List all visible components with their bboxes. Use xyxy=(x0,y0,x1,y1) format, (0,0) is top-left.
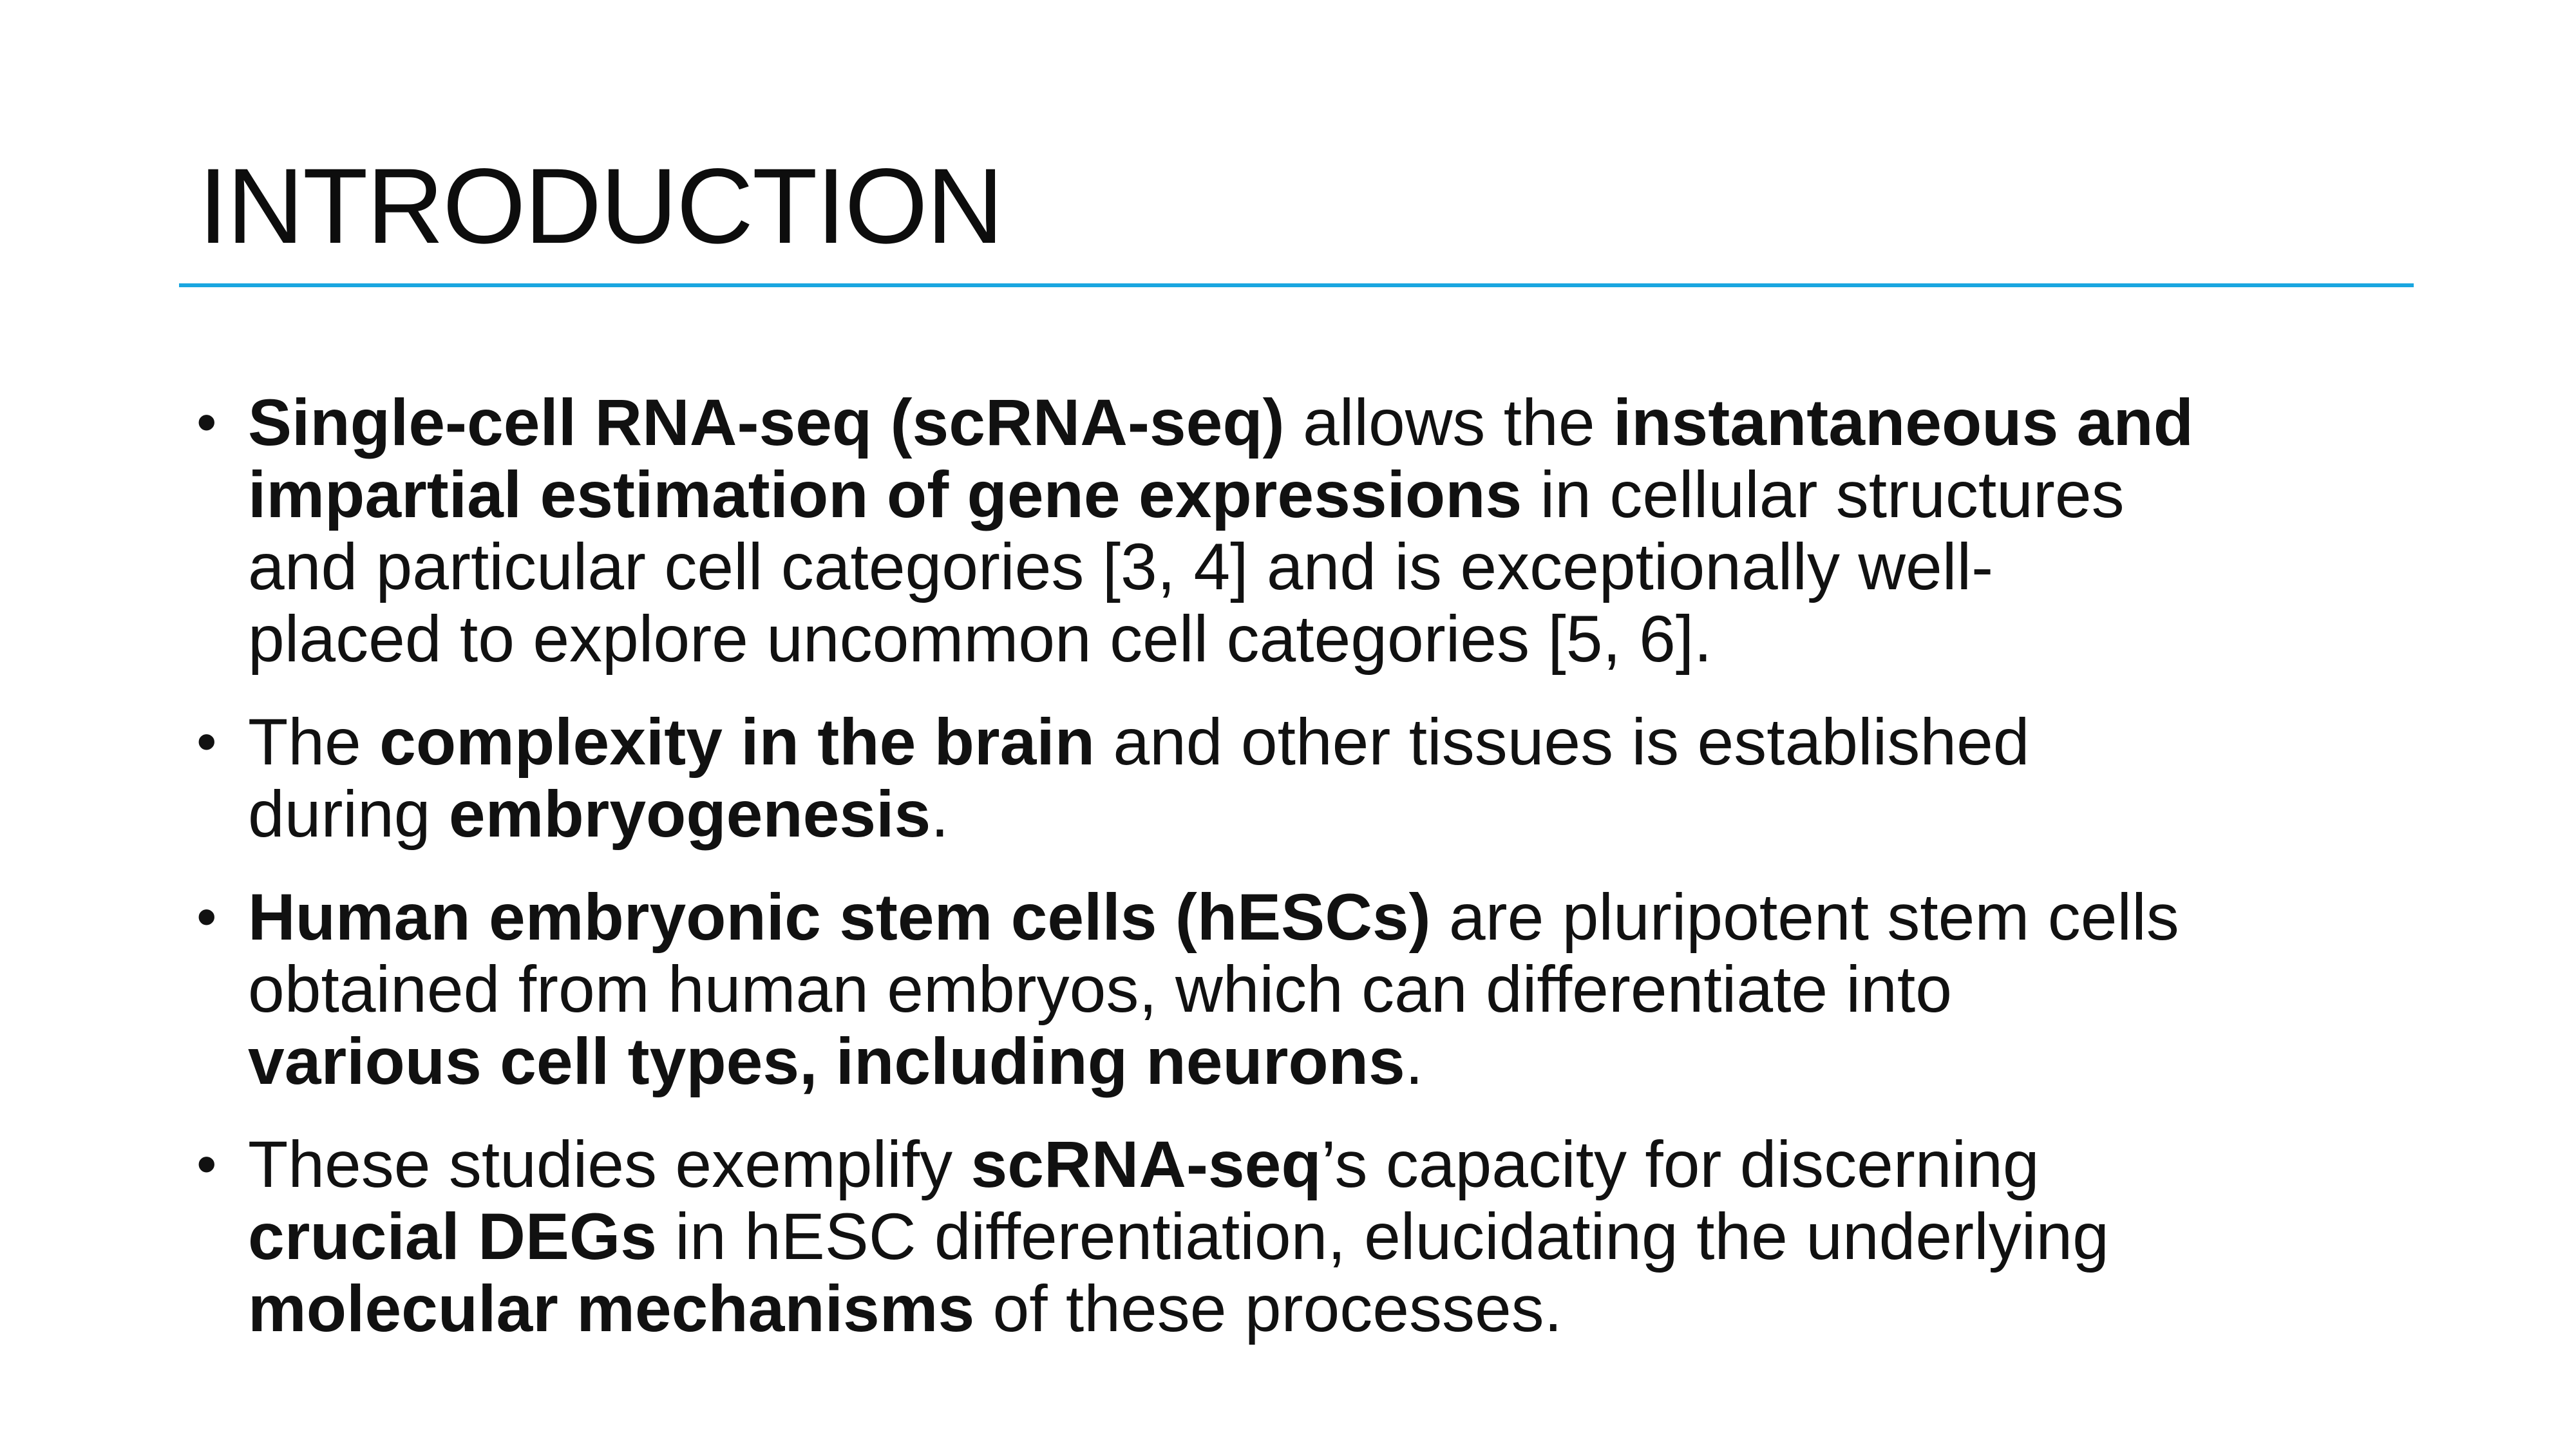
bold-text: molecular mechanisms xyxy=(248,1272,975,1345)
bullet-line: impartial estimation of gene expressions… xyxy=(248,459,2405,531)
bullet-marker: • xyxy=(196,1132,217,1197)
bullet-line: The complexity in the brain and other ti… xyxy=(248,706,2405,778)
text-run: The xyxy=(248,705,380,779)
text-run: These studies exemplify xyxy=(248,1128,971,1201)
bullet-line: Human embryonic stem cells (hESCs) are p… xyxy=(248,881,2405,953)
bullet-line: These studies exemplify scRNA-seq’s capa… xyxy=(248,1128,2405,1200)
text-run: placed to explore uncommon cell categori… xyxy=(248,602,1712,676)
text-run: ’s capacity for discerning xyxy=(1321,1128,2040,1201)
text-run: and particular cell categories [3, 4] an… xyxy=(248,530,1994,603)
text-run: during xyxy=(248,777,449,851)
bold-text: instantaneous and xyxy=(1613,386,2194,459)
text-run: of these processes. xyxy=(974,1272,1563,1345)
text-run: . xyxy=(931,777,949,851)
bold-text: embryogenesis xyxy=(448,777,931,851)
bullet-marker: • xyxy=(196,885,217,949)
bold-text: Human embryonic stem cells (hESCs) xyxy=(248,880,1431,954)
bullet-line: placed to explore uncommon cell categori… xyxy=(248,603,2405,675)
text-run: and other tissues is established xyxy=(1095,705,2030,779)
text-run: in cellular structures xyxy=(1522,458,2125,531)
bullet-line: obtained from human embryos, which can d… xyxy=(248,953,2405,1025)
bullet-marker: • xyxy=(196,390,217,455)
text-run: obtained from human embryos, which can d… xyxy=(248,952,1952,1026)
bullet-marker: • xyxy=(196,710,217,774)
bold-text: various cell types, including neurons xyxy=(248,1025,1405,1098)
bullet-line: molecular mechanisms of these processes. xyxy=(248,1273,2405,1345)
bullet-list: • Single-cell RNA-seq (scRNA-seq) allows… xyxy=(0,386,2576,1376)
text-run: . xyxy=(1405,1025,1424,1098)
text-run: in hESC differentiation, elucidating the… xyxy=(656,1200,2109,1273)
text-run: are pluripotent stem cells xyxy=(1430,880,2179,954)
bold-text: crucial DEGs xyxy=(248,1200,657,1273)
bullet-line: and particular cell categories [3, 4] an… xyxy=(248,531,2405,603)
bold-text: Single-cell RNA-seq (scRNA-seq) xyxy=(248,386,1285,459)
bullet-line: Single-cell RNA-seq (scRNA-seq) allows t… xyxy=(248,386,2405,459)
bold-text: impartial estimation of gene expressions xyxy=(248,458,1522,531)
bullet-item: • Human embryonic stem cells (hESCs) are … xyxy=(196,881,2405,1097)
bullet-line: crucial DEGs in hESC differentiation, el… xyxy=(248,1200,2405,1273)
bullet-item: • The complexity in the brain and other t… xyxy=(196,706,2405,850)
slide-title: INTRODUCTION xyxy=(198,147,1004,266)
bullet-item: • These studies exemplify scRNA-seq’s cap… xyxy=(196,1128,2405,1345)
bold-text: scRNA-seq xyxy=(971,1128,1321,1201)
bullet-item: • Single-cell RNA-seq (scRNA-seq) allows… xyxy=(196,386,2405,675)
text-run: allows the xyxy=(1284,386,1613,459)
title-underline xyxy=(179,283,2414,287)
bullet-line: various cell types, including neurons. xyxy=(248,1025,2405,1097)
bold-text: complexity in the brain xyxy=(379,705,1095,779)
bullet-line: during embryogenesis. xyxy=(248,778,2405,850)
